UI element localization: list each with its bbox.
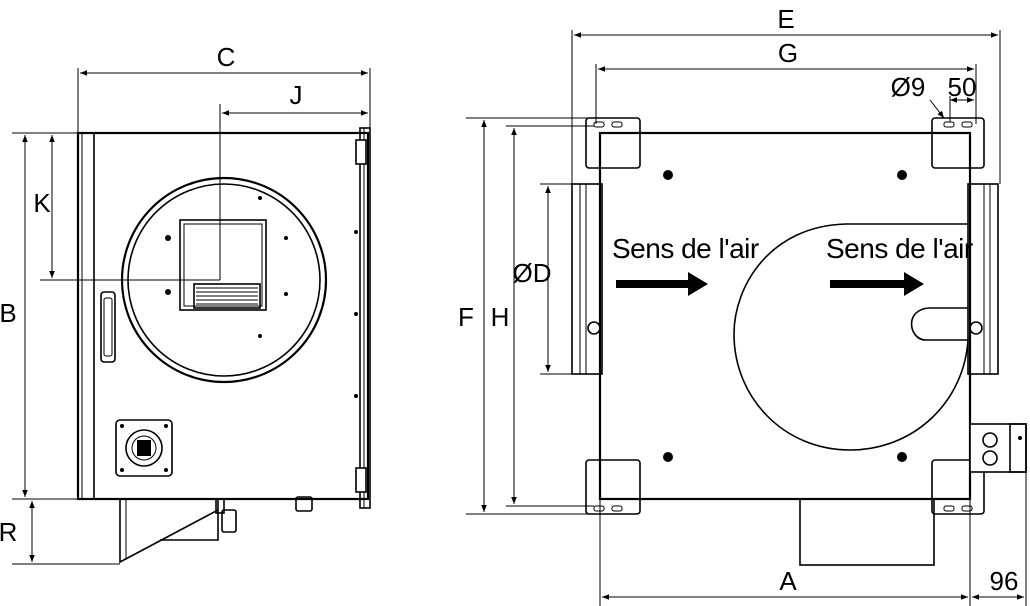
dim-e-label: E	[777, 4, 794, 34]
volute-scroll	[733, 223, 969, 451]
mounting-bracket	[585, 117, 985, 515]
door-handle	[100, 291, 116, 363]
airflow-arrow-left	[616, 272, 708, 296]
airflow-arrow-right	[830, 272, 924, 296]
impeller-grille	[193, 283, 261, 309]
terminal-box	[969, 423, 1027, 473]
dim-f-label: F	[458, 302, 474, 332]
side-housing	[76, 131, 370, 501]
outlet-collar	[967, 183, 999, 375]
side-view	[76, 104, 371, 564]
bottom-plinth	[799, 498, 935, 566]
motor-box	[179, 219, 267, 311]
airflow-label-left: Sens de l'air	[612, 233, 759, 264]
dim-j-label: J	[290, 80, 303, 110]
front-view	[571, 117, 1027, 566]
dim-c-label: C	[217, 42, 236, 72]
dim-d-label: ØD	[513, 258, 552, 288]
front-dimensions	[466, 30, 1027, 606]
dim-spacing-label: 50	[948, 72, 977, 102]
dim-a-label: A	[779, 566, 797, 596]
dim-hole-label: Ø9	[891, 72, 926, 102]
lower-bracket	[119, 499, 219, 564]
inlet-collar	[571, 183, 603, 375]
dim-g-label: G	[778, 38, 798, 68]
dim-offset-label: 96	[990, 566, 1019, 596]
dim-b-label: B	[0, 298, 17, 328]
airflow-label-right: Sens de l'air	[826, 233, 973, 264]
dim-r-label: R	[0, 517, 17, 547]
side-flange	[359, 127, 371, 509]
isolator-switch	[115, 419, 173, 477]
dim-h-label: H	[491, 302, 510, 332]
front-housing	[598, 131, 972, 501]
side-dimensions	[12, 68, 371, 565]
dim-k-label: K	[33, 188, 51, 218]
